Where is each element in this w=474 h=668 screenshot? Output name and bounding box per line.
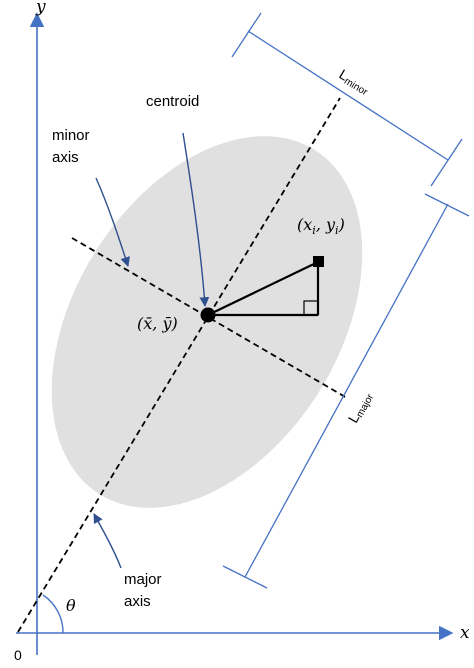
centroid-to-point-line bbox=[207, 261, 319, 316]
minor-axis-pointer-arrow bbox=[95, 177, 130, 267]
y-axis-label: y bbox=[35, 0, 46, 17]
centroid-coordinate-label: (x̄, ȳ) bbox=[137, 314, 178, 333]
major-axis-label-line1: major bbox=[124, 571, 162, 588]
theta-arc bbox=[42, 594, 64, 634]
major-axis-pointer-arrow bbox=[93, 513, 122, 569]
x-axis-label: x bbox=[460, 623, 470, 643]
major-axis-line bbox=[17, 97, 341, 633]
point-marker bbox=[313, 256, 324, 267]
origin-label: 0 bbox=[14, 647, 22, 663]
minor-axis-line bbox=[71, 237, 348, 399]
centroid-dot bbox=[200, 307, 216, 323]
theta-label: θ bbox=[66, 596, 76, 615]
major-axis-label-line2: axis bbox=[124, 593, 151, 610]
l-minor-dimension bbox=[231, 12, 463, 187]
right-angle-marker bbox=[303, 300, 319, 316]
minor-axis-label-line2: axis bbox=[52, 149, 79, 166]
centroid-pointer-arrow bbox=[182, 132, 210, 307]
l-major-dimension bbox=[222, 193, 470, 589]
l-minor-label: Lminor bbox=[335, 66, 373, 99]
minor-axis-label-line1: minor bbox=[52, 127, 90, 144]
centroid-label: centroid bbox=[146, 93, 199, 110]
point-coordinate-label: (xi, yi) bbox=[297, 215, 345, 237]
l-major-label: Lmajor bbox=[345, 388, 377, 426]
